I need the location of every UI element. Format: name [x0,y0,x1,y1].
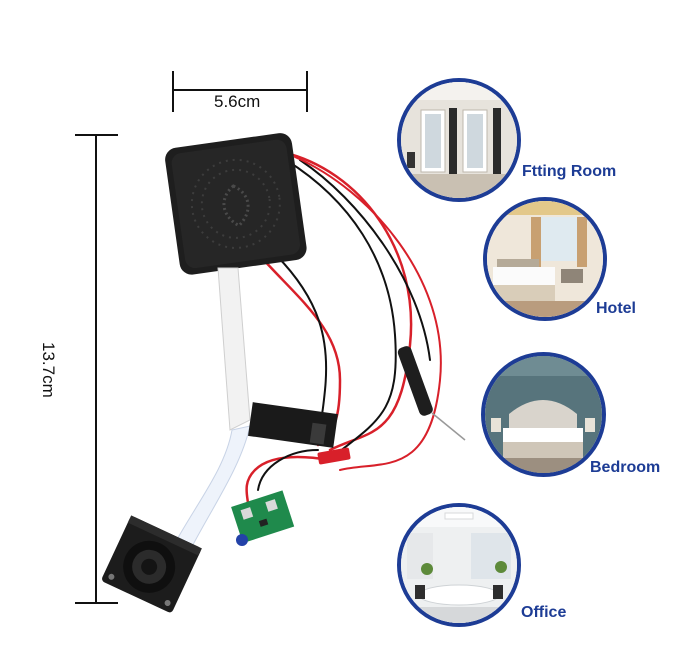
scene-label-bedroom: Bedroom [590,459,661,476]
office-thumbnail [397,503,521,627]
fitting-room-thumbnail [397,78,521,202]
width-dimension-label: 5.6cm [214,92,261,111]
bedroom-thumbnail [481,352,606,477]
hotel-thumbnail [483,197,607,321]
scene-label-hotel: Hotel [596,300,636,317]
scene-label-fitting-room: Ftting Room [522,163,617,180]
scene-label-office: Office [521,604,567,621]
